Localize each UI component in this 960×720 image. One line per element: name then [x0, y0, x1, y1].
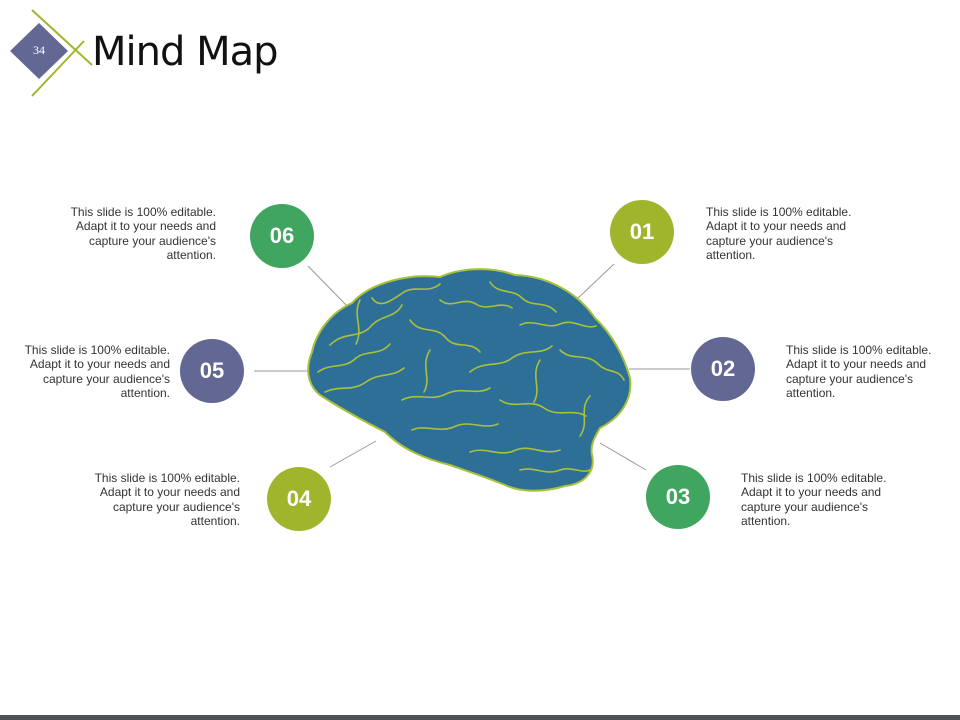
- node-06-description: This slide is 100% editable. Adapt it to…: [70, 205, 216, 262]
- node-02: 02: [691, 337, 755, 401]
- connector-04: [329, 440, 377, 468]
- node-05: 05: [180, 339, 244, 403]
- accent-line: [31, 40, 85, 97]
- accent-line: [31, 9, 93, 66]
- node-04-description: This slide is 100% editable. Adapt it to…: [94, 471, 240, 528]
- diamond-icon: [10, 23, 68, 79]
- node-01: 01: [610, 200, 674, 264]
- node-03: 03: [646, 465, 710, 529]
- page-number: 34: [33, 43, 45, 57]
- node-03-description: This slide is 100% editable. Adapt it to…: [741, 471, 887, 528]
- connector-06: [307, 265, 349, 308]
- node-05-description: This slide is 100% editable. Adapt it to…: [24, 343, 170, 400]
- connector-03: [599, 442, 647, 471]
- node-01-description: This slide is 100% editable. Adapt it to…: [706, 205, 852, 262]
- connector-lines: [254, 263, 690, 471]
- connector-01: [575, 263, 615, 301]
- node-06: 06: [250, 204, 314, 268]
- node-02-description: This slide is 100% editable. Adapt it to…: [786, 343, 932, 400]
- page-title: Mind Map: [92, 29, 278, 75]
- footer-bar: [0, 715, 960, 720]
- brain-icon: [307, 268, 632, 492]
- node-04: 04: [267, 467, 331, 531]
- title-decoration: [10, 9, 93, 97]
